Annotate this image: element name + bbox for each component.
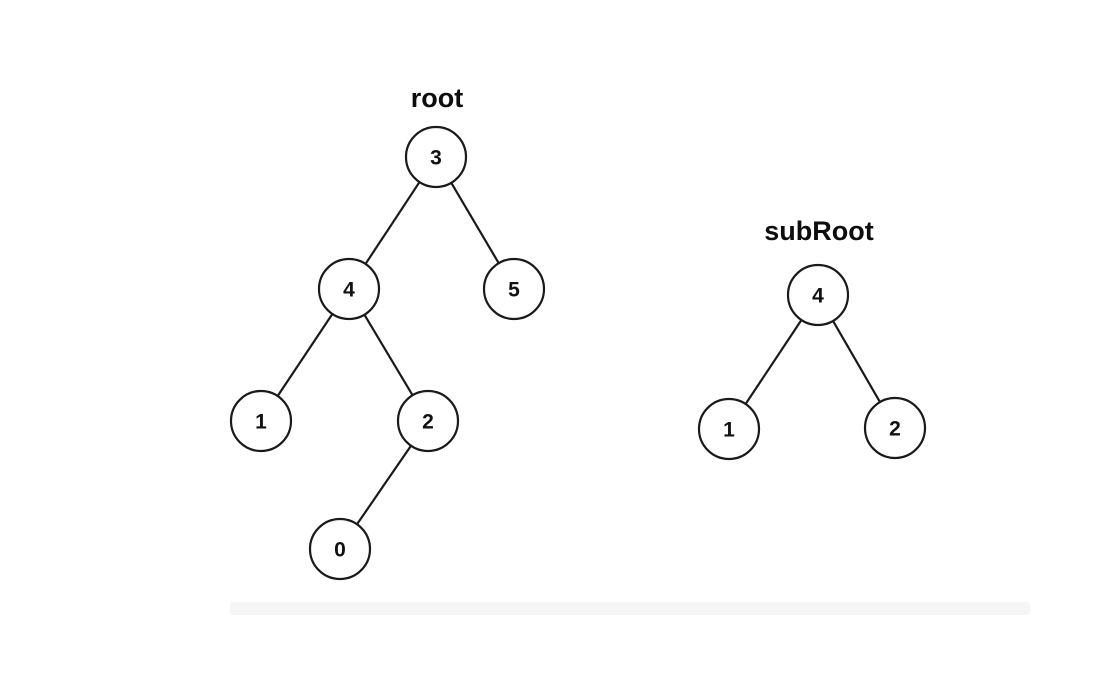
- tree-node-value: 3: [430, 147, 442, 170]
- tree-edge: [831, 319, 882, 404]
- tree-node[interactable]: 1: [697, 397, 761, 461]
- tree-label-root: root: [410, 83, 464, 113]
- tree-edge: [363, 313, 414, 397]
- tree-node-circle: [404, 125, 468, 189]
- tree-node-value: 5: [508, 279, 520, 302]
- tree-edge: [355, 444, 413, 526]
- tree-node[interactable]: 4: [317, 257, 381, 321]
- tree-node[interactable]: 1: [229, 389, 293, 453]
- tree-edge: [744, 318, 803, 406]
- tree-edge: [364, 180, 421, 266]
- tree-node[interactable]: 4: [786, 263, 850, 327]
- tree-node[interactable]: 2: [863, 396, 927, 460]
- tree-node-circle: [308, 517, 372, 581]
- tree-node[interactable]: 2: [396, 389, 460, 453]
- tree-node-value: 1: [723, 419, 735, 442]
- tree-node[interactable]: 5: [482, 257, 546, 321]
- tree-node-circle: [482, 257, 546, 321]
- tree-node-value: 0: [334, 539, 346, 562]
- tree-node-circle: [396, 389, 460, 453]
- tree-label-subroot: subRoot: [764, 216, 874, 246]
- tree-node-circle: [697, 397, 761, 461]
- footer-divider-bar: [230, 602, 1030, 615]
- tree-node-value: 4: [812, 285, 824, 308]
- nodes-group: 3 4 5 1 2 0 4 1 2: [229, 125, 927, 581]
- tree-node[interactable]: 3: [404, 125, 468, 189]
- tree-node-value: 4: [343, 279, 355, 302]
- tree-node-circle: [229, 389, 293, 453]
- tree-node-value: 2: [422, 411, 434, 434]
- tree-node-circle: [317, 257, 381, 321]
- edges-group: [276, 180, 882, 526]
- tree-node-value: 2: [889, 418, 901, 441]
- tree-node-value: 1: [255, 411, 267, 434]
- tree-edge: [450, 181, 500, 265]
- tree-node-circle: [786, 263, 850, 327]
- tree-node-circle: [863, 396, 927, 460]
- tree-edge: [276, 312, 334, 398]
- tree-node[interactable]: 0: [308, 517, 372, 581]
